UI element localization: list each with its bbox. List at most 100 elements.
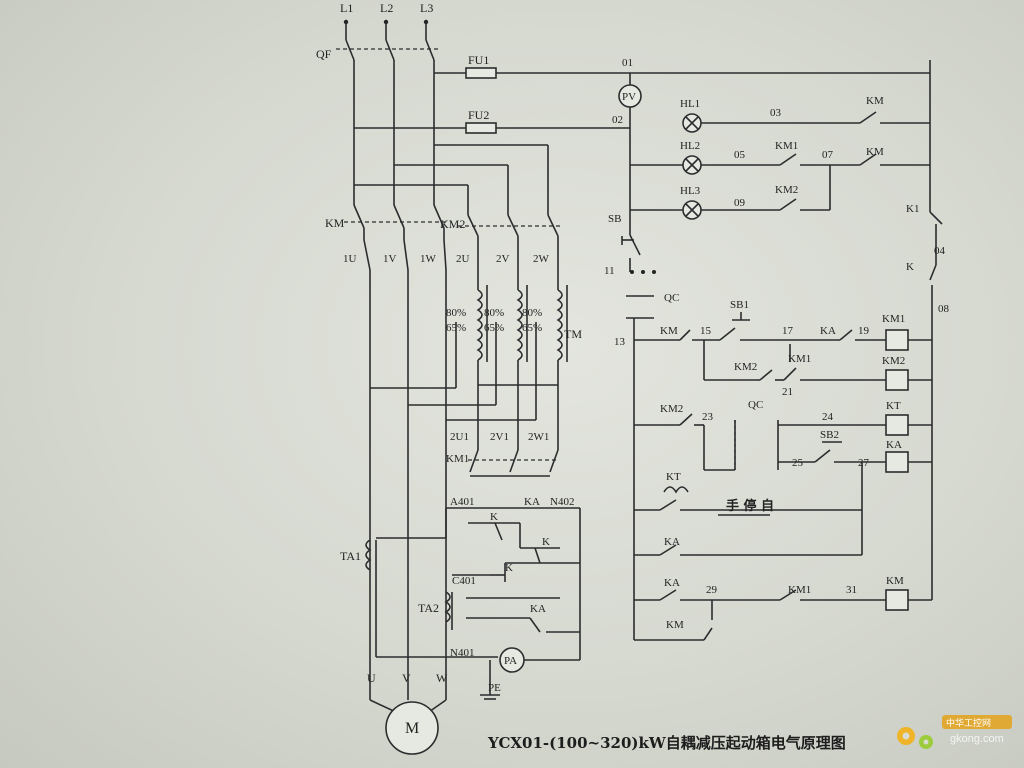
coil-KT <box>885 414 909 436</box>
node-15: 15 <box>700 325 712 337</box>
node-02: 02 <box>612 114 623 126</box>
label-KM2-HL3: KM2 <box>775 184 798 196</box>
label-K-2: K <box>542 536 550 548</box>
label-KM-main: KM <box>325 216 345 230</box>
coil-KM1 <box>885 329 909 351</box>
terminal-2V1: 2V1 <box>490 431 509 443</box>
terminal-2W: 2W <box>533 253 550 265</box>
terminal-1U: 1U <box>343 253 357 265</box>
node-13: 13 <box>614 336 626 348</box>
label-L3: L3 <box>420 1 433 15</box>
tap-80-a: 80% <box>446 307 466 319</box>
node-04: 04 <box>934 245 946 257</box>
label-KM-hold: KM <box>666 619 684 631</box>
terminal-2V: 2V <box>496 253 510 265</box>
terminal-2U1: 2U1 <box>450 431 469 443</box>
label-KA-km: KA <box>664 577 680 589</box>
label-SB: SB <box>608 213 621 225</box>
label-QF: QF <box>316 47 332 61</box>
contactor-KM-main <box>344 204 448 229</box>
label-KM1-km: KM1 <box>788 584 811 596</box>
watermark-site-cn: 中华工控网 <box>946 717 991 729</box>
tap-65-c: 65% <box>522 322 542 334</box>
label-coil-KT: KT <box>886 400 901 412</box>
label-coil-KM: KM <box>886 575 904 587</box>
protection-relay-K <box>375 507 581 660</box>
label-coil-KM2: KM2 <box>882 355 905 367</box>
label-C401: C401 <box>452 575 476 587</box>
fuse-FU1 <box>465 67 497 79</box>
node-05: 05 <box>734 149 746 161</box>
terminal-2U: 2U <box>456 253 470 265</box>
node-09: 09 <box>734 197 746 209</box>
node-29: 29 <box>706 584 718 596</box>
node-01: 01 <box>622 57 633 69</box>
label-K-1: K <box>490 511 498 523</box>
label-KA-contact: KA <box>530 603 546 615</box>
label-TM: TM <box>564 327 582 341</box>
label-KT-contact: KT <box>666 471 681 483</box>
label-N402: N402 <box>550 496 574 508</box>
lamp-HL1 <box>682 113 702 133</box>
lamp-HL2 <box>682 155 702 175</box>
label-K-rail: K <box>906 261 914 273</box>
label-M: M <box>405 720 419 737</box>
terminal-1V: 1V <box>383 253 397 265</box>
label-TA1: TA1 <box>340 549 361 563</box>
label-KM2-main: KM2 <box>440 217 465 231</box>
coil-KA <box>885 451 909 473</box>
motor-M <box>385 701 439 755</box>
coil-KM <box>885 589 909 611</box>
label-K-3: K <box>505 562 513 574</box>
current-transformer-TA1 <box>365 539 377 578</box>
label-KM2-rung: KM2 <box>734 361 757 373</box>
node-17: 17 <box>782 325 794 337</box>
label-KA-seal: KA <box>664 536 680 548</box>
label-L1: L1 <box>340 1 353 15</box>
watermark-logo <box>897 727 933 749</box>
label-KM1-HL2: KM1 <box>775 140 798 152</box>
node-21: 21 <box>782 386 793 398</box>
label-HL1: HL1 <box>680 98 700 110</box>
watermark-site-url: gkong.com <box>950 733 1004 745</box>
node-07: 07 <box>822 149 834 161</box>
fuse-FU2 <box>465 122 497 134</box>
diagram-title: YCX01-(100~320)kW自耦减压起动箱电气原理图 <box>487 734 846 752</box>
tap-80-b: 80% <box>484 307 504 319</box>
mode-selector-label: 手 停 自 <box>726 498 774 514</box>
tap-80-c: 80% <box>522 307 542 319</box>
label-PA: PA <box>504 655 517 667</box>
label-HL2: HL2 <box>680 140 700 152</box>
label-K1: K1 <box>906 203 919 215</box>
contactor-KM2-main <box>458 214 560 237</box>
label-QC: QC <box>664 292 679 304</box>
label-A401: A401 <box>450 496 474 508</box>
node-23: 23 <box>702 411 714 423</box>
node-03: 03 <box>770 107 782 119</box>
label-KA-relay: KA <box>524 496 540 508</box>
current-transformer-TA2 <box>444 591 453 630</box>
label-KM2-kt: KM2 <box>660 403 683 415</box>
lamp-HL3 <box>682 200 702 220</box>
label-KM-seal: KM <box>660 325 678 337</box>
terminal-U: U <box>367 671 376 685</box>
label-coil-KM1: KM1 <box>882 313 905 325</box>
label-TA2: TA2 <box>418 601 439 615</box>
label-FU2: FU2 <box>468 108 489 122</box>
terminal-V: V <box>402 671 411 685</box>
node-24: 24 <box>822 411 834 423</box>
terminal-W: W <box>436 671 448 685</box>
label-QC-selector: QC <box>748 399 763 411</box>
node-11: 11 <box>604 265 615 277</box>
label-KM1-rung: KM1 <box>788 353 811 365</box>
label-SB1: SB1 <box>730 299 749 311</box>
autotransformer-TM <box>476 236 568 386</box>
label-FU1: FU1 <box>468 53 489 67</box>
label-KA-rung1: KA <box>820 325 836 337</box>
tap-65-b: 65% <box>484 322 504 334</box>
terminal-2W1: 2W1 <box>528 431 549 443</box>
label-KM1-star: KM1 <box>446 453 469 465</box>
incoming-lines <box>343 19 429 40</box>
